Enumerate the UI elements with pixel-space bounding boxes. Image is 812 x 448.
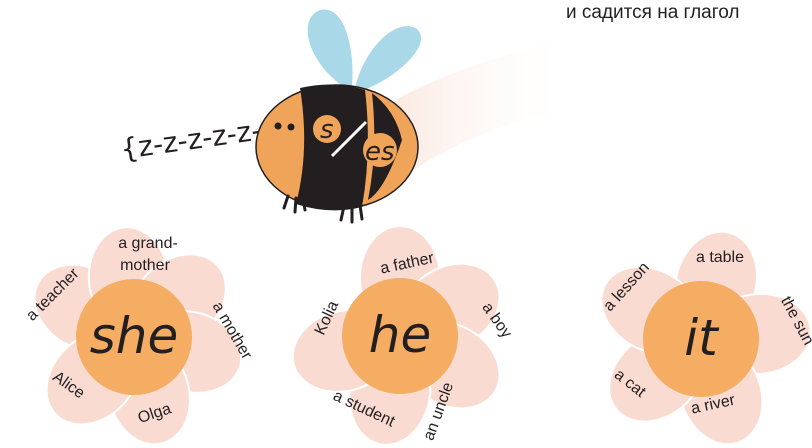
bee-label-s: s	[320, 115, 334, 145]
petal-label: mother	[120, 257, 170, 274]
pronoun-label: he	[369, 306, 431, 364]
petal-label: a grand-	[118, 235, 178, 252]
bee-label-circle-2	[363, 133, 397, 167]
pronoun-label: she	[90, 307, 179, 365]
bee-label-circle	[313, 115, 341, 143]
petal-label: a table	[696, 249, 744, 266]
bee: s es	[255, 9, 422, 224]
bee-legs	[282, 194, 364, 224]
bee-eye-right	[287, 123, 295, 131]
caption-text: и садится на глагол	[566, 2, 740, 23]
flower-center	[643, 281, 759, 397]
bee-wing-right	[355, 26, 422, 92]
flower-center	[76, 279, 192, 395]
bee-label-slash	[330, 120, 368, 158]
pronoun-label: it	[684, 309, 720, 367]
flower-center	[342, 278, 458, 394]
motion-trail	[395, 40, 575, 175]
bee-stripe	[296, 84, 368, 211]
bee-wing-left	[307, 9, 353, 89]
bee-label-es: es	[365, 137, 395, 167]
bee-eye-left	[274, 122, 282, 130]
